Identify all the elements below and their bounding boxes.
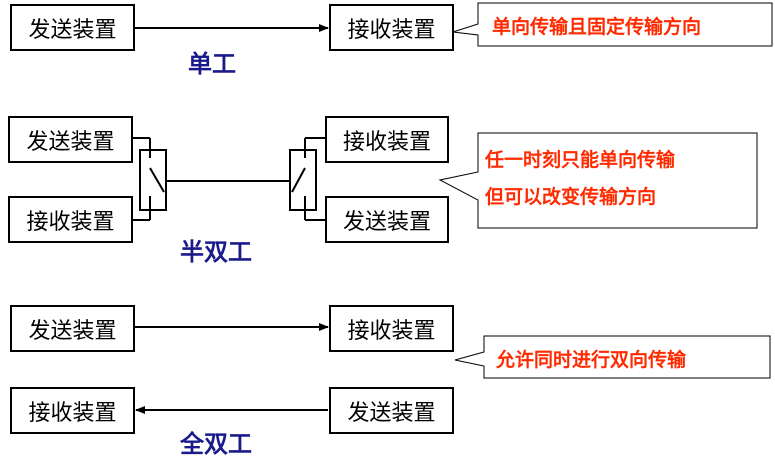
simplex-send-device: 发送装置	[10, 4, 135, 51]
half-duplex-note-line2: 但可以改变传输方向	[485, 186, 657, 208]
simplex-callout	[452, 2, 773, 47]
half-duplex-title: 半双工	[180, 238, 252, 266]
left-switch	[133, 137, 290, 221]
half-duplex-note-line1: 任一时刻只能单向传输	[485, 149, 676, 171]
half-duplex-right-send-device: 发送装置	[325, 196, 449, 243]
full-duplex-bottom-send-device: 发送装置	[329, 387, 454, 434]
simplex-title: 单工	[188, 50, 236, 78]
simplex-receive-device: 接收装置	[329, 4, 454, 51]
full-duplex-bottom-receive-device: 接收装置	[10, 387, 135, 434]
full-duplex-note: 允许同时进行双向传输	[496, 349, 687, 371]
full-duplex-callout	[454, 335, 771, 379]
half-duplex-callout	[438, 132, 758, 229]
half-duplex-right-receive-device: 接收装置	[325, 116, 449, 163]
half-duplex-left-send-device: 发送装置	[8, 116, 133, 163]
full-duplex-top-send-device: 发送装置	[10, 305, 135, 352]
full-duplex-title: 全双工	[180, 430, 252, 458]
full-duplex-top-receive-device: 接收装置	[329, 305, 454, 352]
half-duplex-left-receive-device: 接收装置	[8, 196, 133, 243]
right-switch	[289, 137, 325, 221]
simplex-note: 单向传输且固定传输方向	[492, 16, 702, 38]
